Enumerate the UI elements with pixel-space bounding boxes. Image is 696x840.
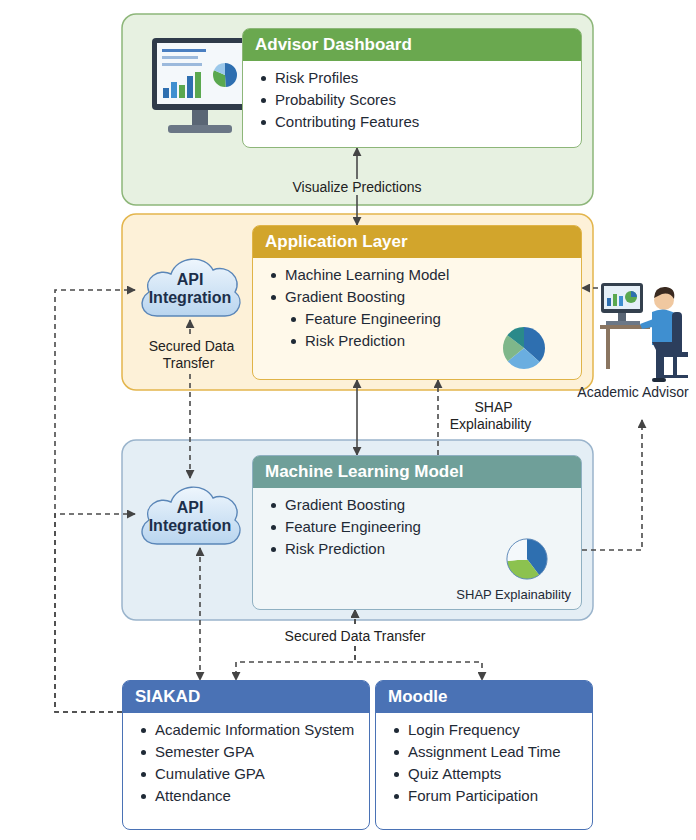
connector-label: Secured Data Transfer — [146, 338, 235, 371]
bullet-item: Academic Information System — [155, 721, 354, 738]
bullet-item: Contributing Features — [275, 113, 419, 130]
bullet-item: Risk Prediction — [305, 332, 405, 349]
bullet-item: Quiz Attempts — [408, 765, 501, 782]
bullet-item: Gradient Boosting — [285, 288, 405, 305]
bullet-dot — [141, 728, 146, 733]
advisor-figure: Academic Advisor — [598, 278, 694, 420]
box-heading: SIAKAD — [123, 681, 369, 713]
bullet-dot — [271, 503, 276, 508]
pie-chart-icon — [505, 537, 549, 581]
shap-caption: SHAP Explainability — [456, 587, 571, 603]
box-heading: Advisor Dashboard — [243, 29, 581, 61]
bullet-dot — [141, 794, 146, 799]
bullet-dot — [141, 772, 146, 777]
bullet-dot — [291, 317, 296, 322]
bullet-item: Semester GPA — [155, 743, 254, 760]
source-system-box: MoodleLogin FrequencyAssignment Lead Tim… — [375, 680, 593, 830]
cloud-label: API Integration — [135, 263, 245, 307]
connector — [356, 380, 358, 455]
bullet-dot — [141, 750, 146, 755]
bullet-dot — [271, 273, 276, 278]
application-box: Application LayerMachine Learning ModelG… — [252, 225, 582, 380]
connector — [437, 380, 439, 455]
bullet-dot — [394, 728, 399, 733]
bullet-item: Cumulative GPA — [155, 765, 265, 782]
bullet-item: Gradient Boosting — [285, 496, 405, 513]
bullet-item: Assignment Lead Time — [408, 743, 561, 760]
bullet-dot — [271, 525, 276, 530]
box-heading: Application Layer — [253, 226, 581, 258]
source-system-box: SIAKAD Academic Information SystemSemeste… — [122, 680, 370, 830]
connector — [355, 610, 482, 680]
bullet-item: Feature Engineering — [285, 518, 421, 535]
bullet-item: Attendance — [155, 787, 231, 804]
bullet-item: Machine Learning Model — [285, 266, 449, 283]
bullet-dot — [271, 295, 276, 300]
box-heading: Moodle — [376, 681, 592, 713]
dashboard-box: Advisor DashboardRisk ProfilesProbabilit… — [242, 28, 582, 148]
model-box: Machine Learning ModelGradient BoostingF… — [252, 455, 582, 610]
bullet-item: Probability Scores — [275, 91, 396, 108]
connector-label: SHAP Explainability — [450, 399, 535, 432]
bullet-dot — [291, 339, 296, 344]
monitor-illustration — [152, 38, 248, 133]
bullet-dot — [394, 750, 399, 755]
connector-label: Visualize Predictions — [290, 179, 425, 195]
bullet-item: Forum Participation — [408, 787, 538, 804]
bullet-item: Login Frequency — [408, 721, 520, 738]
connector — [236, 610, 355, 680]
connector — [55, 290, 135, 712]
cloud-label: API Integration — [135, 491, 245, 535]
bullet-dot — [271, 547, 276, 552]
application-panel — [122, 214, 593, 390]
bullet-dot — [394, 794, 399, 799]
connector-label: Secured Data Transfer — [282, 628, 429, 644]
api-cloud: API Integration — [135, 250, 245, 320]
bullet-item: Risk Prediction — [285, 540, 385, 557]
bullet-dot — [261, 120, 266, 125]
bullet-dot — [261, 98, 266, 103]
connector — [199, 548, 201, 680]
bullet-item: Feature Engineering — [305, 310, 441, 327]
advisor-illustration — [600, 283, 688, 382]
api-cloud: API Integration — [135, 478, 245, 548]
advisor-label: Academic Advisor — [572, 384, 694, 401]
bullet-dot — [394, 772, 399, 777]
bullet-item: Risk Profiles — [275, 69, 358, 86]
pie-chart-icon — [501, 325, 547, 371]
box-heading: Machine Learning Model — [253, 456, 581, 488]
connector — [582, 287, 598, 289]
connector — [582, 420, 642, 550]
model-panel — [122, 440, 593, 620]
bullet-dot — [261, 76, 266, 81]
